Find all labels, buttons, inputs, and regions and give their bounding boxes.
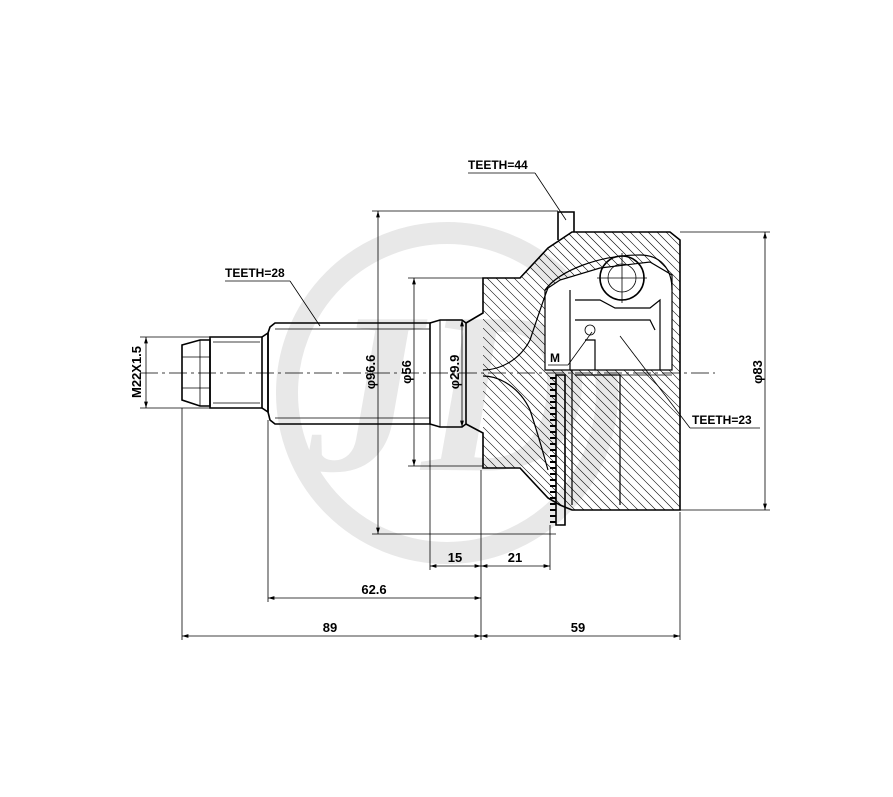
hatch-line — [814, 200, 893, 540]
hatch-line — [483, 232, 669, 510]
diameter-dims — [140, 210, 770, 535]
hatch-line — [534, 232, 680, 510]
hatch-line — [760, 200, 893, 540]
dim-flange-diameter: φ96.6 — [363, 355, 378, 390]
hatch-line — [651, 232, 680, 510]
hatch-line — [483, 232, 680, 510]
callout-teeth-inner: TEETH=23 — [619, 335, 760, 429]
hatch-line — [615, 232, 680, 510]
hatch-line — [483, 232, 642, 510]
svg-text:TEETH=23: TEETH=23 — [692, 413, 752, 427]
dim-15: 15 — [448, 550, 462, 565]
dim-thread: M22X1.5 — [129, 346, 144, 398]
hatch-line — [483, 232, 615, 510]
dim-seal-diameter: φ56 — [399, 360, 414, 384]
hatch-line — [697, 200, 893, 540]
hatch-line — [823, 200, 893, 540]
hatch-line — [606, 232, 680, 510]
hatch-line — [832, 200, 893, 540]
hatch-line — [483, 232, 633, 510]
hatch-line — [769, 200, 893, 540]
hatch-line — [678, 232, 680, 510]
dim-89: 89 — [323, 620, 337, 635]
hatch-line — [507, 232, 680, 510]
hatch-line — [715, 200, 893, 540]
hatch-line — [483, 232, 680, 510]
hatch-line — [552, 232, 680, 510]
length-dims — [181, 408, 681, 640]
hatch-line — [660, 232, 680, 510]
svg-text:M: M — [550, 351, 560, 365]
hatch-line — [516, 232, 680, 510]
hatch-line — [805, 200, 893, 540]
hatch-line — [483, 232, 606, 510]
callout-teeth-outer: TEETH=44 — [468, 158, 567, 221]
callout-teeth-shaft: TEETH=28 — [225, 266, 321, 327]
hatch-line — [669, 232, 680, 510]
hatch-line — [483, 232, 624, 510]
hatch-line — [706, 200, 893, 540]
dim-shaft-diameter: φ29.9 — [447, 355, 462, 390]
hatch-line — [588, 232, 680, 510]
hatch-line — [778, 200, 893, 540]
dim-outer-diameter: φ83 — [750, 360, 765, 384]
thread-end — [181, 331, 269, 414]
svg-text:TEETH=28: TEETH=28 — [225, 266, 285, 280]
hatch-line — [597, 232, 680, 510]
callout-marker-m: M — [548, 331, 593, 366]
hatch-line — [543, 232, 680, 510]
hatch-line — [483, 232, 680, 510]
hatch-line — [787, 200, 893, 540]
hatch-line — [579, 232, 680, 510]
dim-59: 59 — [571, 620, 585, 635]
svg-text:TEETH=44: TEETH=44 — [468, 158, 528, 172]
hatch-line — [796, 200, 893, 540]
hatch-line — [483, 232, 651, 510]
hatch-line — [483, 232, 680, 510]
abs-tone-ring — [550, 374, 566, 526]
hatch-line — [483, 232, 597, 510]
hatch-line — [688, 200, 893, 540]
hatch-line — [751, 200, 893, 540]
dim-62-6: 62.6 — [361, 582, 386, 597]
hatch-line — [525, 232, 680, 510]
dim-21: 21 — [508, 550, 522, 565]
